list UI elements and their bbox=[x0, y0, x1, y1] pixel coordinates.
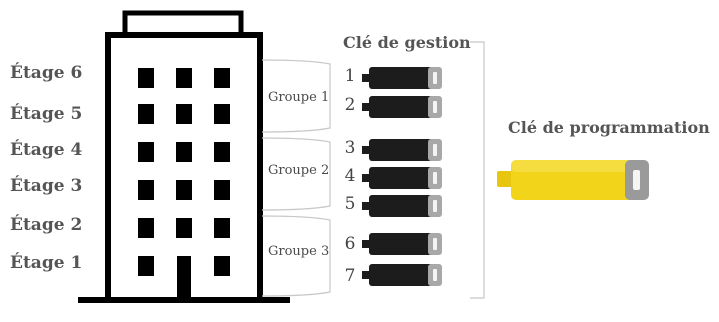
management-key-title: Clé de gestion bbox=[343, 33, 471, 52]
window bbox=[214, 218, 230, 238]
building-roof bbox=[122, 10, 244, 38]
window bbox=[138, 218, 154, 238]
window bbox=[176, 104, 192, 124]
floor-label-2: Étage 2 bbox=[10, 215, 83, 235]
usb-key bbox=[362, 195, 442, 217]
key-number-7: 7 bbox=[344, 266, 356, 286]
group-brackets bbox=[261, 59, 331, 297]
usb-key bbox=[362, 167, 442, 189]
window bbox=[138, 180, 154, 200]
window bbox=[138, 68, 154, 88]
floor-label-1: Étage 1 bbox=[10, 253, 83, 273]
window bbox=[138, 142, 154, 162]
floor-label-4: Étage 4 bbox=[10, 140, 83, 160]
window bbox=[138, 256, 154, 276]
usb-key bbox=[362, 264, 442, 286]
usb-key bbox=[362, 139, 442, 161]
window bbox=[176, 218, 192, 238]
window bbox=[138, 104, 154, 124]
floor-label-3: Étage 3 bbox=[10, 176, 83, 196]
window bbox=[214, 142, 230, 162]
window bbox=[214, 68, 230, 88]
programming-key-title: Clé de programmation bbox=[508, 118, 710, 137]
key-number-4: 4 bbox=[344, 166, 356, 186]
key-number-2: 2 bbox=[344, 95, 356, 115]
management-keys-bracket bbox=[470, 41, 485, 299]
management-keys bbox=[362, 67, 442, 286]
usb-key bbox=[362, 96, 442, 118]
programming-usb-key bbox=[497, 160, 649, 200]
window bbox=[176, 180, 192, 200]
door bbox=[177, 256, 191, 300]
window bbox=[214, 256, 230, 276]
key-number-1: 1 bbox=[344, 66, 356, 86]
key-number-5: 5 bbox=[344, 194, 356, 214]
window bbox=[214, 180, 230, 200]
usb-key bbox=[362, 233, 442, 255]
floor-label-5: Étage 5 bbox=[10, 104, 83, 124]
group-label-3: Groupe 3 bbox=[268, 244, 330, 259]
floor-label-6: Étage 6 bbox=[10, 63, 83, 83]
key-number-3: 3 bbox=[344, 138, 356, 158]
group-label-2: Groupe 2 bbox=[268, 163, 330, 178]
key-number-6: 6 bbox=[344, 234, 356, 254]
group-3-bracket bbox=[261, 215, 331, 297]
window bbox=[176, 142, 192, 162]
window bbox=[214, 104, 230, 124]
window bbox=[176, 68, 192, 88]
building-windows bbox=[138, 68, 230, 300]
group-1-bracket bbox=[261, 59, 331, 133]
group-2-bracket bbox=[261, 137, 331, 211]
group-label-1: Groupe 1 bbox=[268, 90, 330, 105]
usb-key bbox=[362, 67, 442, 89]
